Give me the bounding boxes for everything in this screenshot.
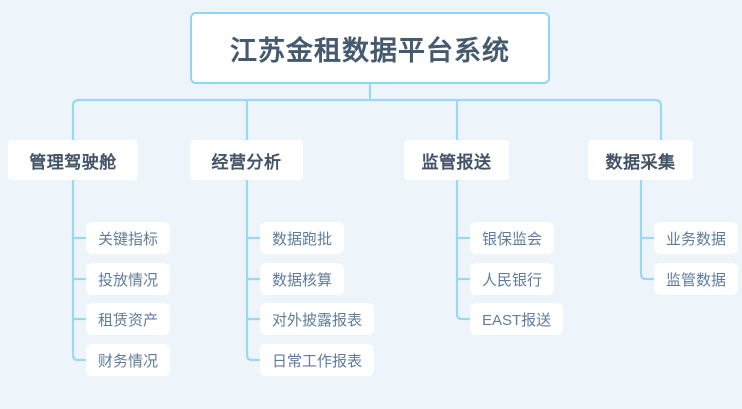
leaf-node-label: 租赁资产 bbox=[98, 311, 159, 329]
branch-node-label: 经营分析 bbox=[211, 152, 282, 172]
leaf-node-label: 财务情况 bbox=[98, 352, 159, 370]
leaf-node[interactable]: 数据核算 bbox=[260, 263, 345, 295]
branch-1-spine bbox=[71, 178, 88, 362]
leaf-node[interactable]: 关键指标 bbox=[86, 222, 171, 254]
leaf-node-label: 数据跑批 bbox=[272, 230, 333, 248]
branch-2-spine bbox=[245, 178, 262, 362]
branch-node-jianguan-baosong[interactable]: 监管报送 bbox=[404, 140, 509, 180]
leaf-node-label: 日常工作报表 bbox=[272, 352, 363, 370]
leaf-node-label: EAST报送 bbox=[482, 311, 552, 329]
leaf-node-label: 银保监会 bbox=[482, 230, 543, 248]
leaf-node-label: 业务数据 bbox=[666, 230, 727, 248]
level2-bus bbox=[71, 98, 663, 142]
leaf-node-label: 监管数据 bbox=[666, 271, 727, 289]
branch-node-label: 管理驾驶舱 bbox=[29, 152, 117, 172]
leaf-node[interactable]: 对外披露报表 bbox=[260, 303, 375, 335]
branch-4-spine bbox=[639, 178, 656, 281]
branch-node-label: 监管报送 bbox=[421, 152, 492, 172]
leaf-node-label: 关键指标 bbox=[98, 230, 159, 248]
root-node-label: 江苏金租数据平台系统 bbox=[230, 35, 510, 66]
branch-node-jingying-fenxi[interactable]: 经营分析 bbox=[190, 140, 303, 180]
leaf-node[interactable]: 财务情况 bbox=[86, 344, 171, 376]
leaf-node-label: 数据核算 bbox=[272, 271, 333, 289]
leaf-node-label: 对外披露报表 bbox=[272, 311, 363, 329]
leaf-node[interactable]: 数据跑批 bbox=[260, 222, 345, 254]
branch-node-label: 数据采集 bbox=[605, 152, 676, 172]
leaf-node-label: 投放情况 bbox=[98, 271, 159, 289]
leaf-node[interactable]: 监管数据 bbox=[654, 263, 739, 295]
root-node[interactable]: 江苏金租数据平台系统 bbox=[190, 12, 550, 84]
leaf-node[interactable]: 租赁资产 bbox=[86, 303, 171, 335]
leaf-node[interactable]: 银保监会 bbox=[470, 222, 555, 254]
leaf-node-label: 人民银行 bbox=[482, 271, 543, 289]
leaf-node[interactable]: 人民银行 bbox=[470, 263, 555, 295]
leaf-node[interactable]: EAST报送 bbox=[470, 303, 564, 335]
branch-node-shuju-caiji[interactable]: 数据采集 bbox=[588, 140, 693, 180]
leaf-node[interactable]: 业务数据 bbox=[654, 222, 739, 254]
leaf-node[interactable]: 日常工作报表 bbox=[260, 344, 375, 376]
leaf-node[interactable]: 投放情况 bbox=[86, 263, 171, 295]
branch-node-guanli-jiashicang[interactable]: 管理驾驶舱 bbox=[8, 140, 138, 180]
branch-3-spine bbox=[455, 178, 472, 321]
